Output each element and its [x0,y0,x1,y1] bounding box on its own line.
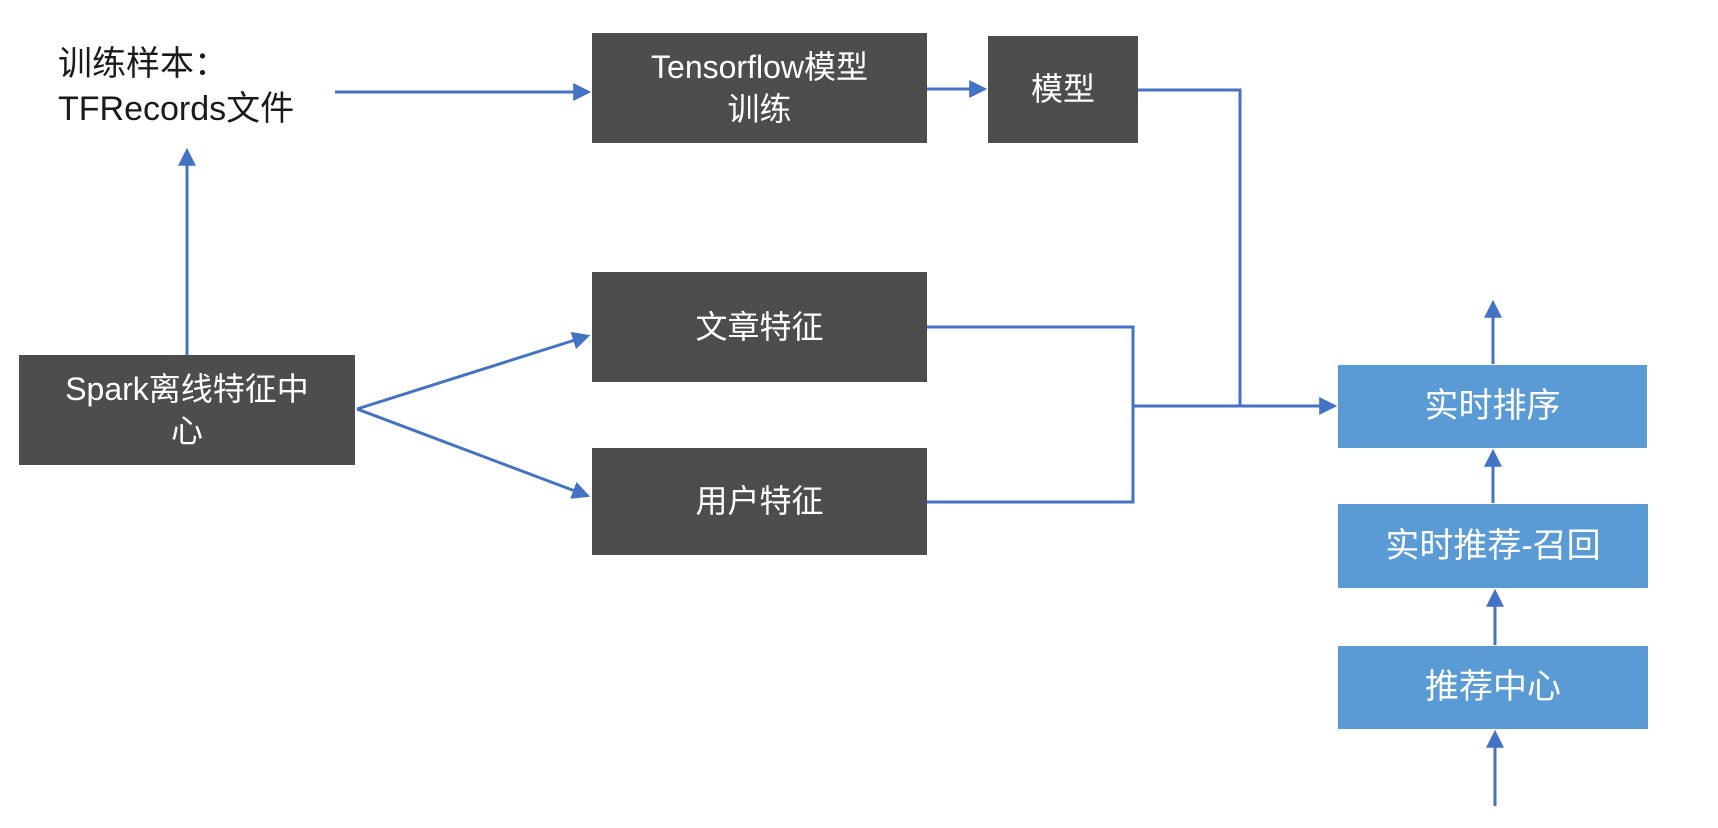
node-model-label: 模型 [1030,71,1095,108]
node-realtime-ranking: 实时排序 [1338,365,1647,448]
line-features-merge [927,325,1135,504]
node-spark-offline-feature-center-label: Spark离线特征中 心 [65,370,309,449]
node-article-features-label: 文章特征 [695,308,824,345]
node-realtime-ranking-label: 实时排序 [1424,387,1561,426]
line-model-elbow [1138,88,1242,406]
arrow-spark-to-user [356,407,591,499]
node-model: 模型 [988,36,1138,143]
node-tensorflow-training: Tensorflow模型 训练 [592,33,927,143]
node-tensorflow-training-label: Tensorflow模型 训练 [651,48,868,127]
node-recommend-center: 推荐中心 [1338,646,1648,729]
node-user-features: 用户特征 [592,448,927,555]
node-article-features: 文章特征 [592,272,927,382]
node-recommend-center-label: 推荐中心 [1425,668,1561,707]
node-user-features-label: 用户特征 [695,483,824,520]
training-samples-label: 训练样本： TFRecords文件 [58,45,295,128]
arrow-spark-to-article [356,331,591,411]
node-realtime-recommend-recall: 实时推荐-召回 [1338,504,1648,588]
node-realtime-recommend-recall-label: 实时推荐-召回 [1385,526,1601,565]
node-spark-offline-feature-center: Spark离线特征中 心 [19,355,355,465]
